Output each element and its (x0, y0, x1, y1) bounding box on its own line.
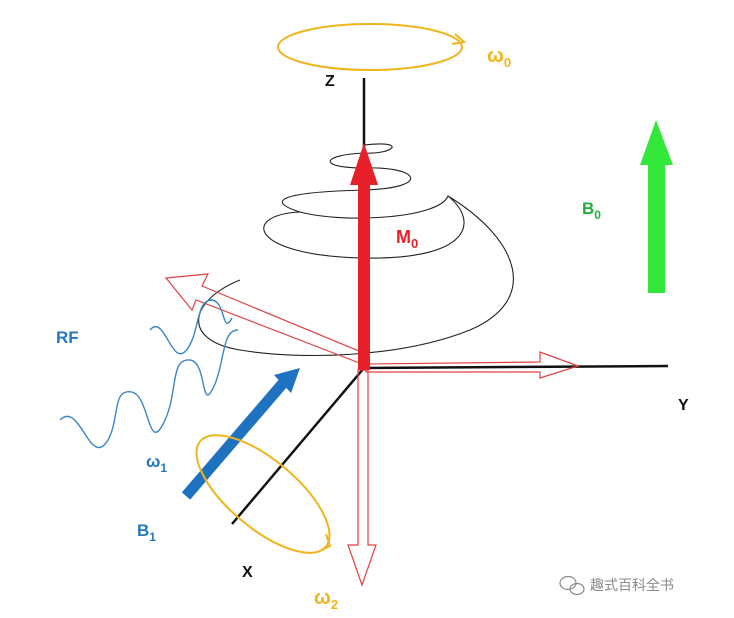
omega2-symbol: ω (314, 587, 331, 609)
omega0-subscript: 0 (504, 55, 511, 70)
m0-label: M0 (396, 227, 418, 251)
omega0-rotation-ellipse (277, 23, 463, 71)
m0-subscript: 0 (411, 236, 418, 251)
b1-vector-head (274, 368, 300, 393)
wechat-icon (559, 575, 585, 596)
m0-vector-shaft (358, 180, 370, 370)
omega2-subscript: 2 (331, 597, 338, 612)
rf-wave (59, 329, 239, 449)
watermark-text: 趣式百科全书 (590, 577, 674, 594)
omega0-rotation-arrowhead (451, 33, 467, 45)
x-axis-line (231, 367, 365, 525)
b1-subscript: 1 (149, 530, 156, 544)
omega2-rotation-arrowhead (317, 533, 332, 553)
b0-vector-head (640, 120, 673, 165)
y-axis-line (363, 364, 669, 370)
y-axis-label: Y (678, 397, 689, 414)
omega1-label: ω1 (146, 452, 167, 475)
z-axis-label: Z (325, 73, 335, 90)
tilted-outline-arrow (164, 273, 367, 365)
m0-vector-head (350, 143, 378, 185)
omega2-label: ω2 (314, 587, 338, 612)
b0-vector-shaft (648, 163, 665, 293)
omega1-subscript: 1 (160, 461, 167, 475)
rf-wave-upper (149, 299, 233, 355)
x-axis-label: X (242, 564, 253, 581)
omega2-rotation-ellipse (195, 434, 331, 554)
b0-label: B0 (582, 199, 601, 222)
omega1-symbol: ω (146, 452, 160, 471)
b0-subscript: 0 (594, 208, 601, 222)
watermark: 趣式百科全书 (559, 575, 674, 596)
minus-z-outline-arrow (347, 369, 377, 587)
omega0-symbol: ω (487, 45, 504, 67)
y-flip-outline-arrow (365, 351, 580, 379)
b0-symbol: B (582, 199, 594, 218)
omega0-label: ω0 (487, 45, 511, 70)
b1-symbol: B (137, 521, 149, 540)
m0-symbol: M (396, 227, 411, 247)
b1-label: B1 (137, 521, 156, 544)
rf-label: RF (56, 328, 79, 347)
